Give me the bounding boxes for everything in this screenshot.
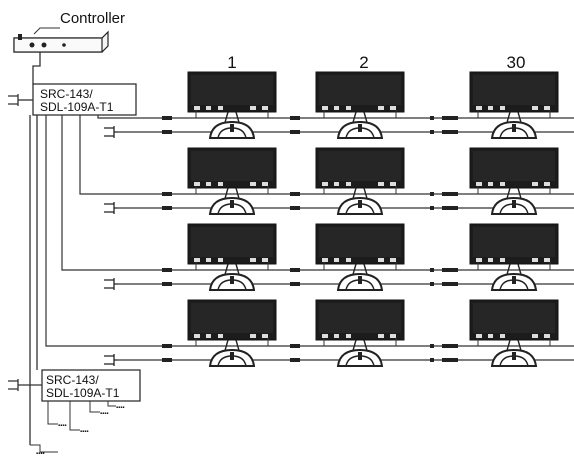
power-plug-icon (104, 126, 118, 138)
power-plug-icon (104, 354, 118, 366)
ellipsis-dot (430, 268, 434, 272)
monitor-icon (315, 71, 405, 139)
ellipsis-dot (430, 282, 434, 286)
ellipsis-dot (430, 358, 434, 362)
controller-unit: Controller (13, 10, 125, 53)
display-rows (45, 71, 574, 367)
ellipsis-dot (430, 116, 434, 120)
monitor-icon (187, 299, 277, 367)
power-plug-icon (104, 278, 118, 290)
display-row (97, 71, 574, 139)
column-label-2: 2 (359, 53, 368, 72)
ellipsis-dot (430, 130, 434, 134)
ellipsis-dot (442, 192, 446, 196)
svg-text:▪▪▪▪: ▪▪▪▪ (100, 411, 109, 417)
distributor-bottom-line2: SDL-109A-T1 (46, 386, 120, 400)
ellipsis-dot (442, 358, 446, 362)
ellipsis-dot (442, 268, 446, 272)
column-label-30: 30 (507, 53, 526, 72)
bottom-box-outputs: ▪▪▪▪ ▪▪▪▪ ▪▪▪▪ ▪▪▪▪ ▪▪▪▪ (30, 401, 125, 456)
svg-text:▪▪▪▪: ▪▪▪▪ (116, 405, 125, 411)
monitor-icon (469, 223, 559, 291)
ellipsis-dot (442, 116, 446, 120)
ellipsis-dot (430, 344, 434, 348)
ellipsis-dot (454, 268, 458, 272)
ellipsis-dot (442, 206, 446, 210)
signal-distributor-bottom: SRC-143/ SDL-109A-T1 (41, 369, 141, 402)
ellipsis-dot (454, 282, 458, 286)
svg-text:▪▪▪▪: ▪▪▪▪ (58, 423, 67, 429)
ellipsis-dot (454, 358, 458, 362)
controller-label: Controller (60, 10, 125, 27)
monitor-icon (187, 71, 277, 139)
column-label-1: 1 (227, 53, 236, 72)
monitor-icon (187, 147, 277, 215)
monitor-icon (315, 147, 405, 215)
signal-distributor-top: SRC-143/ SDL-109A-T1 (32, 83, 137, 116)
power-plug-icon (8, 94, 33, 106)
ellipsis-dot (454, 192, 458, 196)
monitor-icon (469, 299, 559, 367)
svg-text:▪▪▪▪: ▪▪▪▪ (36, 451, 45, 456)
display-row (79, 115, 574, 215)
svg-text:▪▪▪▪: ▪▪▪▪ (80, 429, 89, 435)
monitor-icon (469, 147, 559, 215)
display-row (45, 115, 574, 367)
ellipsis-dot (454, 116, 458, 120)
distributor-bottom-line1: SRC-143/ (46, 373, 99, 387)
monitor-icon (187, 223, 277, 291)
ellipsis-dot (430, 192, 434, 196)
ellipsis-dot (442, 130, 446, 134)
ellipsis-dot (454, 206, 458, 210)
display-row (61, 115, 574, 291)
ellipsis-dot (454, 344, 458, 348)
ellipsis-dot (454, 130, 458, 134)
monitor-icon (315, 299, 405, 367)
distributor-top-line1: SRC-143/ (40, 87, 93, 101)
power-plug-icon (8, 379, 42, 391)
power-plug-icon (104, 202, 118, 214)
ellipsis-dot (442, 282, 446, 286)
monitor-icon (315, 223, 405, 291)
monitor-icon (469, 71, 559, 139)
distributor-top-line2: SDL-109A-T1 (40, 100, 114, 114)
ellipsis-dot (442, 344, 446, 348)
ellipsis-dot (430, 206, 434, 210)
